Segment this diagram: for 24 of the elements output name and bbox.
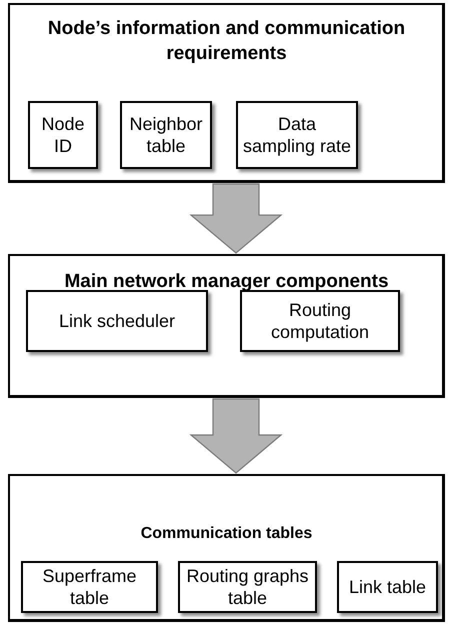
- group-title: Communication tables: [140, 524, 314, 544]
- component-label: Node ID: [40, 112, 86, 158]
- component-box: [26, 290, 208, 352]
- group-box: [8, 254, 445, 398]
- group-box: [8, 3, 445, 183]
- group-title: Node’s information and communication requirements: [46, 17, 406, 66]
- component-box: [337, 561, 438, 613]
- component-box: [120, 101, 212, 169]
- component-label: Link table: [348, 576, 428, 598]
- group-title: Main network manager components: [63, 270, 390, 294]
- component-label: Link scheduler: [58, 310, 176, 332]
- component-box: [240, 290, 400, 352]
- component-box: [236, 101, 358, 169]
- block-arrow: [189, 183, 283, 254]
- group-box: [8, 474, 445, 622]
- component-label: Routing graphs table: [185, 564, 310, 610]
- block-arrow: [189, 398, 283, 474]
- component-label: Superframe table: [41, 564, 138, 610]
- component-box: [21, 561, 158, 613]
- component-label: Routing computation: [270, 298, 370, 344]
- component-label: Neighbor table: [128, 112, 204, 158]
- component-box: [28, 101, 98, 169]
- component-label: Data sampling rate: [242, 112, 352, 158]
- component-box: [178, 561, 317, 613]
